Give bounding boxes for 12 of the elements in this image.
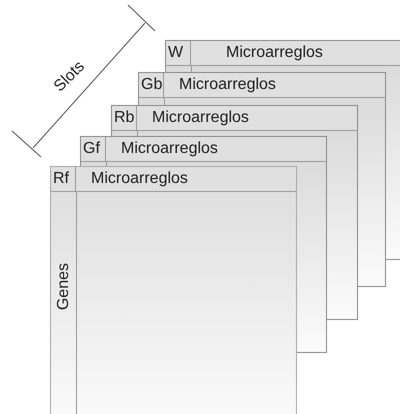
channel-label: Rb <box>112 106 137 130</box>
channel-label: Gf <box>81 137 106 161</box>
channel-label: Gb <box>139 73 164 97</box>
axis-label: Genes <box>55 263 73 310</box>
card-title: Microarreglos <box>91 169 188 189</box>
channel-label: Rf <box>51 167 76 191</box>
card-title: Microarreglos <box>152 108 249 128</box>
channel-label: W <box>166 41 191 65</box>
card-title: Microarreglos <box>179 75 276 95</box>
card-title: Microarreglos <box>121 139 218 159</box>
card-title: Microarreglos <box>226 43 323 63</box>
microarray-card <box>50 166 297 414</box>
